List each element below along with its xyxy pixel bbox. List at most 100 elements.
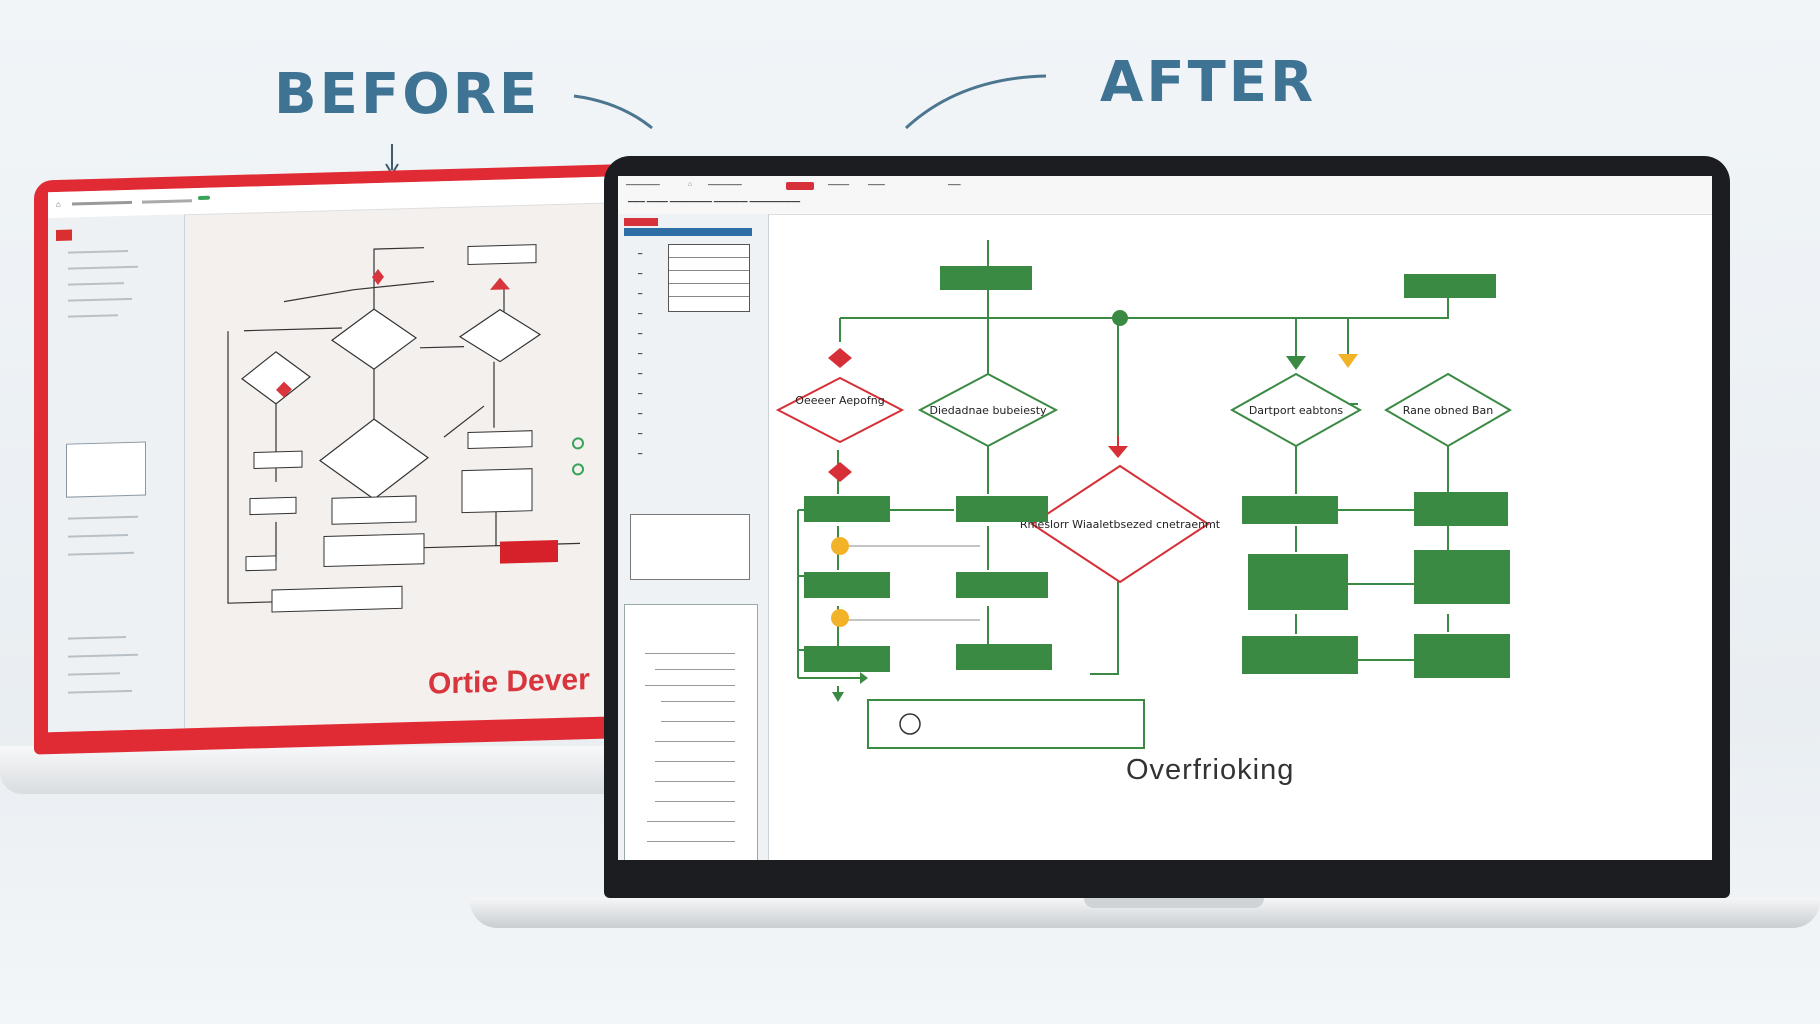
flow-box-e (461, 468, 533, 514)
diamond-left-label: Oeeeer Aepofng (795, 394, 884, 407)
row-number: ━ (638, 431, 643, 438)
connector (839, 240, 1449, 438)
sidebar-tag (56, 229, 72, 241)
red-action-button[interactable] (500, 539, 558, 564)
after-toolbar: ━━━━━━━━ ⌂ ━━━━━━━━ ━━━━━ ━━━━ ━━━ ━━━━ … (618, 176, 1712, 215)
sidebar-line (68, 282, 124, 286)
red-tab-chip[interactable] (786, 182, 814, 190)
home-icon[interactable]: ⌂ (56, 199, 61, 209)
sidebar-line (68, 265, 138, 270)
arrowhead (832, 692, 844, 702)
sidebar-preview-box (66, 441, 146, 498)
diamond-right2-label: Rane obned Ban (1403, 404, 1494, 417)
flow-box-l2 (804, 572, 890, 598)
after-laptop: ━━━━━━━━ ⌂ ━━━━━━━━ ━━━━━ ━━━━ ━━━ ━━━━ … (604, 156, 1730, 898)
curve-arrow-left (573, 94, 653, 130)
before-laptop: ⌂ (34, 163, 650, 755)
sidebar-info-panel (630, 514, 750, 580)
detail-line (655, 801, 735, 802)
terminal-circle-icon (899, 713, 921, 735)
flow-bottom-box (245, 555, 277, 572)
row-number: ━ (638, 411, 643, 418)
flow-box-r5 (1242, 636, 1358, 674)
sidebar-red-bar (624, 218, 658, 226)
diamond-right2 (1384, 372, 1512, 448)
flow-box-l3 (804, 646, 890, 672)
row-number: ━ (638, 271, 643, 278)
diamond-right1-label: Dartport eabtons (1249, 404, 1344, 417)
flow-box-f (323, 533, 425, 568)
sidebar-line (68, 297, 132, 302)
sidebar-grid (668, 244, 750, 312)
detail-line (645, 653, 735, 654)
detail-line (655, 781, 735, 782)
flow-box-r6 (1414, 634, 1510, 678)
flow-box-r2 (1414, 492, 1508, 526)
flow-box-r4 (1414, 550, 1510, 604)
row-number: ━ (638, 251, 643, 258)
before-screen: ⌂ (48, 175, 644, 733)
sidebar-line (68, 314, 118, 318)
sidebar-line (68, 533, 128, 538)
tab-placeholder[interactable]: ━━━━━━━━ (626, 182, 660, 189)
connector (227, 331, 290, 604)
tab-placeholder[interactable]: ━━━ (948, 182, 961, 189)
detail-line (661, 721, 735, 722)
after-sidebar: ━ ━ ━ ━ ━ ━ ━ ━ ━ ━ ━ (618, 214, 769, 860)
detail-line (647, 821, 735, 822)
connector (420, 345, 464, 349)
sidebar-line (68, 636, 126, 640)
tab-placeholder[interactable]: ━━━━━ (828, 182, 850, 189)
sidebar-detail-panel (624, 604, 758, 860)
sidebar-line (68, 551, 134, 556)
sidebar-line (68, 515, 138, 520)
after-laptop-notch (1084, 898, 1264, 908)
diamond-big-label: Rhieslorr Wiaaletbsezed cnetraenmt (1020, 518, 1221, 531)
before-flowchart (227, 244, 584, 613)
connector (373, 247, 424, 320)
connector (872, 509, 1414, 661)
flow-bottom-long (271, 585, 403, 613)
ok-button[interactable] (198, 195, 210, 201)
before-caption: Ortie Dever (428, 663, 590, 701)
address-bar[interactable]: ━━━━ ━━━━━ ━━━━━━━━━━ ━━━━━━━━ ━━━━━━━━━… (628, 199, 801, 206)
detail-line (655, 669, 735, 670)
connector (797, 509, 804, 678)
before-laptop-base (0, 746, 640, 794)
sidebar-line (68, 653, 138, 658)
home-icon[interactable]: ⌂ (688, 181, 693, 188)
diamond-left (775, 376, 905, 444)
detail-line (645, 685, 735, 686)
diamond-big (1030, 464, 1210, 584)
connector (838, 545, 980, 621)
connector (424, 545, 496, 549)
row-number: ━ (638, 311, 643, 318)
row-number: ━ (638, 351, 643, 358)
red-diamond-marker (828, 348, 852, 368)
tab-placeholder[interactable]: ━━━━━━━━ (708, 182, 742, 189)
toolbar-text-placeholder (142, 199, 192, 204)
flow-box-d (467, 430, 533, 449)
flow-diamond-left (241, 351, 311, 405)
row-number: ━ (638, 331, 643, 338)
flow-box-c3 (956, 644, 1052, 670)
connector (837, 606, 1449, 650)
row-number: ━ (638, 451, 643, 458)
flow-box-l1 (804, 496, 890, 522)
flow-box-r3 (1248, 554, 1348, 610)
diamond-center (917, 372, 1059, 448)
red-marker (490, 277, 510, 290)
flow-top-center (940, 266, 1032, 290)
before-heading: BEFORE (274, 62, 541, 127)
diamond-right1 (1229, 372, 1363, 448)
tab-placeholder[interactable]: ━━━━ (868, 182, 885, 189)
bottom-terminal (867, 699, 1145, 749)
arrowhead (1286, 356, 1306, 370)
connector (283, 280, 435, 303)
detail-line (661, 701, 735, 702)
sidebar-blue-bar (624, 228, 752, 236)
after-heading: AFTER (1100, 50, 1317, 115)
row-number: ━ (638, 371, 643, 378)
row-number: ━ (638, 391, 643, 398)
